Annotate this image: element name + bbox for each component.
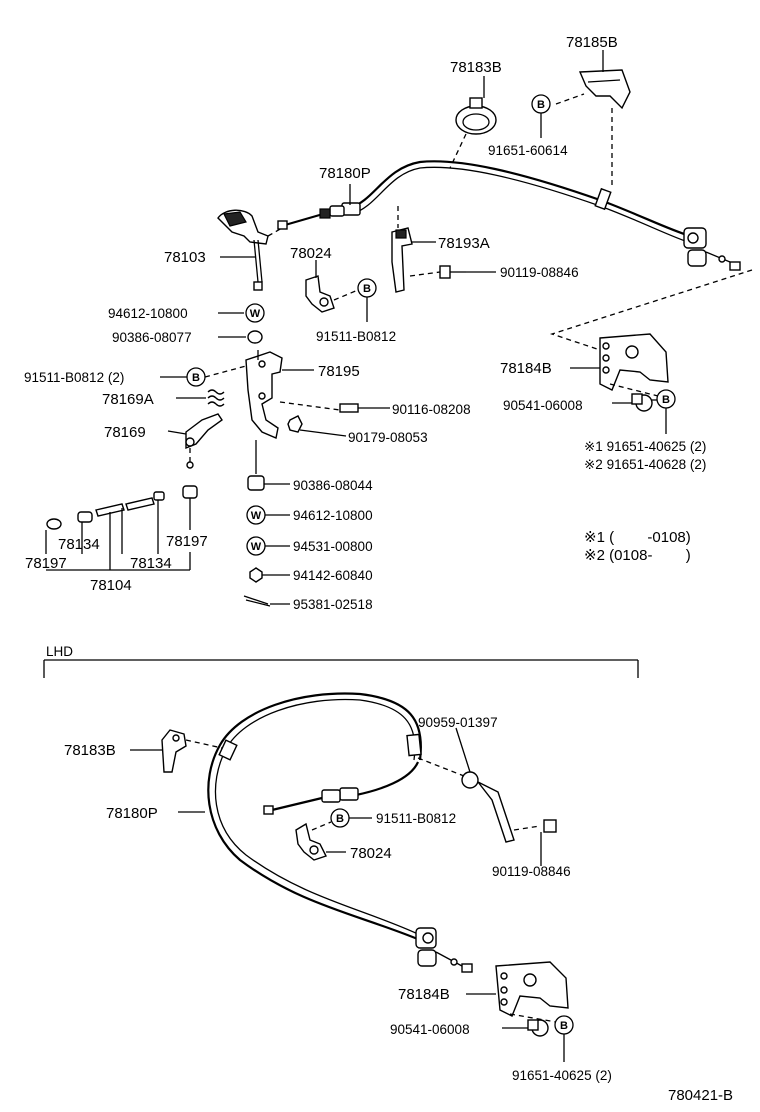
- svg-text:B: B: [662, 394, 670, 406]
- label-94142-60840: 94142-60840: [293, 568, 373, 583]
- svg-text:W: W: [251, 541, 262, 553]
- label-90179-08053: 90179-08053: [348, 430, 428, 445]
- svg-text:W: W: [250, 308, 261, 320]
- tag-b-91651-60614: B: [531, 94, 551, 138]
- bracket-78024-lower: [295, 822, 346, 861]
- label-78185B: 78185B: [566, 34, 618, 51]
- spring-78169A: 78169A: [102, 389, 225, 408]
- svg-text:B: B: [560, 1020, 568, 1032]
- diagram-code: 780421-B: [668, 1087, 733, 1104]
- label-78024-upper: 78024: [290, 245, 332, 262]
- label-90386-08044: 90386-08044: [293, 478, 373, 493]
- note-1-part: ※1 91651-40625 (2): [584, 439, 706, 454]
- tag-w-94612-10800-b: W: [246, 505, 290, 525]
- label-90386-08077: 90386-08077: [112, 330, 192, 345]
- label-95381-02518: 95381-02518: [293, 597, 373, 612]
- bracket-78184B-upper: 78184B: [500, 333, 669, 391]
- tag-b-91651-40625-upper: B: [656, 389, 676, 434]
- bolt-90119-08846-lower: [540, 819, 557, 866]
- note-2-part: ※2 91651-40628 (2): [584, 457, 706, 472]
- tag-w-94531-00800: W: [246, 536, 290, 556]
- note-1-range: ※1 ( -0108): [584, 529, 691, 546]
- nut-90179-08053: [287, 415, 347, 437]
- label-94531-00800: 94531-00800: [293, 539, 373, 554]
- link-78169: 78169: [104, 413, 223, 469]
- label-78195: 78195: [318, 363, 360, 380]
- label-91511-B0812-upper: 91511-B0812: [316, 329, 396, 344]
- label-78184B-upper: 78184B: [500, 360, 552, 377]
- label-90541-06008-upper: 90541-06008: [503, 398, 583, 413]
- svg-text:B: B: [363, 283, 371, 295]
- label-90959-01397: 90959-01397: [418, 715, 498, 730]
- label-78193A: 78193A: [438, 235, 490, 252]
- bushing-90386-08044: [247, 440, 290, 491]
- clamp-90959-01397: 90959-01397: [417, 715, 515, 843]
- bracket-78195: 78195: [245, 351, 360, 439]
- label-78169: 78169: [104, 424, 146, 441]
- pin-90116-08208: [279, 401, 390, 413]
- svg-text:B: B: [192, 372, 200, 384]
- label-78134-b: 78134: [130, 555, 172, 572]
- label-91511-B0812-lower: 91511-B0812: [376, 811, 456, 826]
- label-94612-10800: 94612-10800: [108, 306, 188, 321]
- bracket-78185B: 78185B: [566, 34, 631, 110]
- svg-text:B: B: [336, 813, 344, 825]
- pin-95381-02518: [243, 595, 290, 607]
- bushing-90541-06008-upper: [612, 393, 660, 412]
- label-78197-a: 78197: [25, 555, 67, 572]
- tag-b-91651-40625-lower: B: [554, 1015, 574, 1062]
- bracket-78024-upper: 78024: [290, 245, 335, 313]
- tag-b-91511-B0812-upper: B: [357, 278, 377, 322]
- tag-w-94612-10800: W: [218, 303, 265, 323]
- label-78103: 78103: [164, 249, 206, 266]
- bolt-90119-08846-upper: [439, 265, 496, 279]
- tube-set-78104: 78197 78134 78134 78197 78104: [25, 485, 208, 594]
- label-90541-06008-lower: 90541-06008: [390, 1022, 470, 1037]
- section-label-lhd: LHD: [46, 644, 73, 659]
- clamp-78183B: 78183B: [450, 59, 502, 135]
- bracket-78193A: 78193A: [391, 227, 490, 293]
- shift-cable-lower: [207, 692, 473, 973]
- label-94612-10800-b: 94612-10800: [293, 508, 373, 523]
- shift-cable-upper: [277, 160, 741, 271]
- label-78169A: 78169A: [102, 391, 154, 408]
- label-78180P-lower: 78180P: [106, 805, 158, 822]
- clamp-78183B-lower: 78183B: [64, 729, 223, 773]
- lever-78103: 78103: [164, 209, 269, 291]
- label-78134-a: 78134: [58, 536, 100, 553]
- svg-text:B: B: [537, 99, 545, 111]
- label-78180P: 78180P: [319, 165, 371, 182]
- label-90116-08208: 90116-08208: [392, 402, 471, 417]
- tag-b-91511-B0812-2: B: [160, 367, 206, 387]
- label-91511-B0812-2: 91511-B0812 (2): [24, 370, 124, 385]
- svg-text:W: W: [251, 510, 262, 522]
- label-78197-b: 78197: [166, 533, 208, 550]
- label-78183B-lower: 78183B: [64, 742, 116, 759]
- nut-94142-60840: [249, 567, 290, 583]
- label-91651-60614: 91651-60614: [488, 143, 568, 158]
- label-78104: 78104: [90, 577, 132, 594]
- bushing-90541-06008-lower: [502, 1019, 549, 1037]
- label-78024-lower: 78024: [350, 845, 392, 862]
- label-90119-08846-upper: 90119-08846: [500, 265, 579, 280]
- note-2-range: ※2 (0108- ): [584, 547, 691, 564]
- bushing-90386-08077: [218, 330, 263, 344]
- lhd-divider: LHD: [43, 644, 639, 678]
- label-78183B: 78183B: [450, 59, 502, 76]
- bracket-78184B-lower: [466, 961, 569, 1017]
- label-91651-40625-2-lower: 91651-40625 (2): [512, 1068, 612, 1083]
- label-90119-08846-lower: 90119-08846: [492, 864, 571, 879]
- label-78184B-lower: 78184B: [398, 986, 450, 1003]
- tag-b-91511-B0812-lower: B: [311, 808, 372, 831]
